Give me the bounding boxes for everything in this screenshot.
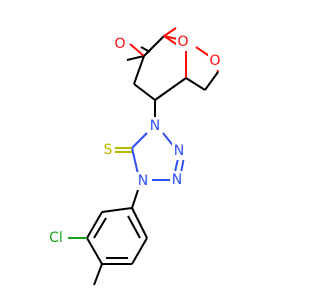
bond <box>101 207 133 213</box>
bond <box>133 83 156 101</box>
label-background <box>101 141 115 159</box>
atom-labels: O O O N N N N S Cl <box>45 33 222 247</box>
ring-oxygen-label: O <box>209 53 220 69</box>
bond <box>86 237 103 265</box>
label-background <box>148 117 162 135</box>
label-background <box>176 33 190 51</box>
tetrazole-n1-label: N <box>138 173 148 189</box>
bond <box>131 147 139 175</box>
molecule-structure: O O O N N N N S Cl <box>45 27 222 286</box>
carbonyl-oxygen-label: O <box>114 36 125 52</box>
tetrazole-n4-label: N <box>150 118 160 134</box>
bond <box>86 211 103 239</box>
bond <box>131 237 148 265</box>
bond <box>126 55 145 61</box>
bond <box>185 77 206 91</box>
label-background <box>170 171 184 189</box>
bond <box>163 27 177 37</box>
bond <box>127 215 141 239</box>
bicyclic-core-bonds <box>126 27 219 101</box>
bond <box>131 189 139 209</box>
label-background <box>136 172 150 190</box>
tetrazole-n2-label: N <box>172 172 182 188</box>
bond <box>93 217 107 239</box>
bridge-oxygen-label: O <box>177 34 188 50</box>
bond <box>133 55 145 85</box>
label-background <box>172 142 186 160</box>
bond-methyl <box>93 263 103 286</box>
tetrazole-n3-label: N <box>174 143 184 159</box>
bond <box>131 132 148 149</box>
bond <box>204 71 219 91</box>
chlorine-label: Cl <box>49 230 63 246</box>
label-background <box>45 229 67 247</box>
benzene-ring-bonds <box>68 207 148 286</box>
bond <box>154 77 187 101</box>
bond <box>143 35 165 57</box>
bond-carbonyl <box>129 43 145 57</box>
label-background <box>208 52 222 70</box>
bond <box>131 207 148 239</box>
thione-sulfur-label: S <box>104 142 113 158</box>
label-background <box>113 35 127 53</box>
